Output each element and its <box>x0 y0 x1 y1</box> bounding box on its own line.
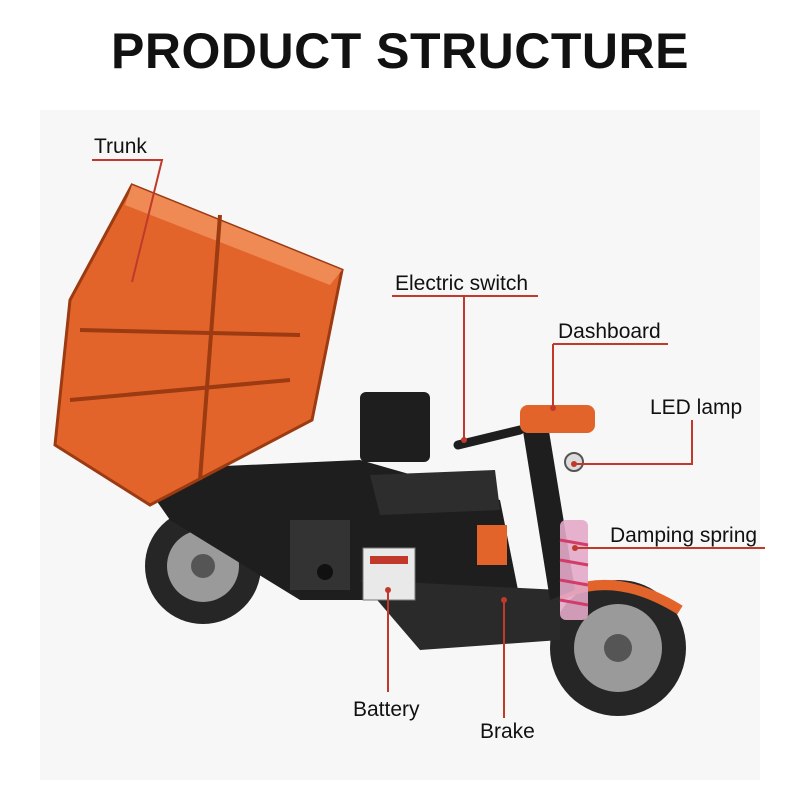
label-electric-switch: Electric switch <box>395 272 529 295</box>
leader-dots <box>385 405 578 603</box>
label-damping-spring: Damping spring <box>610 524 758 547</box>
label-led-lamp: LED lamp <box>650 396 743 419</box>
leader-trunk <box>92 159 164 283</box>
damping-spring <box>559 520 589 620</box>
trunk-body <box>53 183 344 507</box>
leader-lines <box>92 159 765 718</box>
page-title: PRODUCT STRUCTURE <box>111 23 689 79</box>
label-trunk: Trunk <box>94 135 147 158</box>
label-dashboard: Dashboard <box>558 320 661 343</box>
label-battery: Battery <box>353 698 420 721</box>
front-wheel <box>534 580 686 716</box>
seat <box>360 392 500 515</box>
label-brake: Brake <box>480 720 535 743</box>
leader-led-lamp <box>574 420 693 465</box>
